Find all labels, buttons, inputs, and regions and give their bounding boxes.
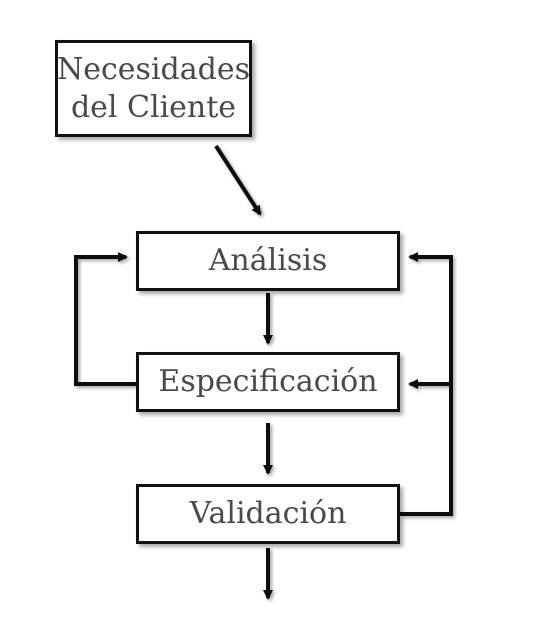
node-analysis: Análisis — [136, 231, 400, 291]
loop-specification-to-analysis — [74, 252, 136, 386]
node-validation-label: Validación — [189, 496, 347, 531]
node-validation: Validación — [136, 484, 400, 544]
node-client-needs: Necesidades del Cliente — [55, 40, 252, 137]
node-specification-label: Especificación — [158, 364, 378, 399]
node-analysis-label: Análisis — [208, 243, 328, 278]
node-client-needs-line1: Necesidades — [57, 51, 250, 87]
node-specification: Especificación — [136, 352, 400, 412]
node-client-needs-line2: del Cliente — [70, 89, 237, 125]
arrow-client-to-analysis — [214, 144, 262, 216]
